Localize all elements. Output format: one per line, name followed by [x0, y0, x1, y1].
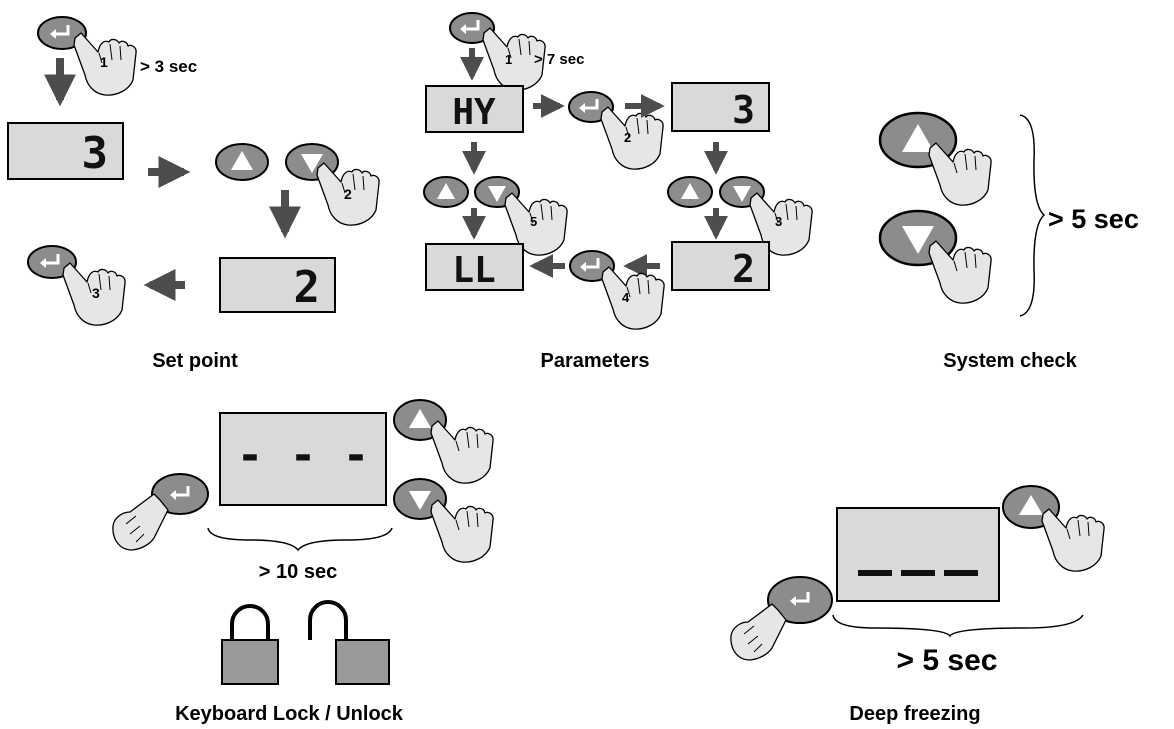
down-arrow-icon [733, 186, 751, 202]
system-check-section: > 5 sec System check [878, 111, 1139, 372]
pressing-hand-icon [1041, 508, 1105, 572]
svg-text:LL: LL [452, 250, 495, 291]
hold-time-label: > 7 sec [534, 51, 584, 68]
section-title: Deep freezing [849, 703, 980, 725]
pressing-hand-icon [928, 142, 992, 206]
keyboard-lock-section: - - - > 10 sec Keyboard Lock / Unlock [112, 399, 494, 725]
up-arrow-icon [1019, 495, 1043, 515]
step-number: 3 [92, 285, 100, 301]
pressing-hand-icon [600, 106, 664, 170]
enter-button[interactable] [151, 473, 209, 515]
down-arrow-icon [409, 491, 431, 510]
step-number: 1 [100, 54, 108, 70]
display-dashes: - - - [219, 412, 387, 506]
hold-time-label: > 5 sec [897, 644, 998, 677]
enter-button[interactable] [767, 576, 833, 624]
section-title: Keyboard Lock / Unlock [175, 703, 404, 725]
display-initial: 3 [7, 122, 124, 180]
brace [207, 527, 393, 552]
svg-text:2: 2 [732, 247, 755, 291]
up-arrow-icon [409, 409, 431, 428]
pressing-hand-icon [928, 240, 992, 304]
closed-padlock-icon [221, 604, 279, 685]
step-number: 2 [624, 130, 631, 145]
svg-text:3: 3 [82, 128, 109, 179]
pressing-hand-icon [601, 266, 665, 330]
pressing-hand-icon [112, 493, 169, 551]
step-number: 1 [505, 52, 512, 67]
display-low-dashes [836, 507, 1000, 602]
section-title: System check [943, 350, 1077, 372]
down-arrow-icon [488, 186, 506, 202]
pressing-hand-icon [430, 420, 494, 484]
step-number: 3 [775, 214, 782, 229]
hold-time-label: > 3 sec [140, 57, 197, 76]
pressing-hand-icon [430, 499, 494, 563]
up-arrow-icon [231, 151, 253, 170]
set-point-section: 1 > 3 sec 3 2 2 3 Set point [7, 16, 380, 372]
up-button[interactable] [423, 176, 469, 208]
brace [1019, 114, 1046, 317]
brace [832, 614, 1084, 638]
up-button[interactable] [215, 143, 269, 181]
hold-time-label: > 10 sec [259, 561, 337, 583]
display-final: 2 [219, 257, 336, 313]
display-value-2: 2 [671, 241, 770, 291]
up-arrow-icon [437, 183, 455, 199]
svg-text:- - -: - - - [237, 430, 369, 481]
section-title: Set point [152, 350, 238, 372]
deep-freezing-section: > 5 sec Deep freezing [730, 485, 1105, 725]
down-arrow-icon [301, 154, 323, 173]
svg-text:HY: HY [452, 92, 496, 133]
display-value-3: 3 [671, 82, 770, 132]
svg-text:3: 3 [732, 88, 755, 132]
display-param-ll: LL [425, 243, 524, 291]
up-button[interactable] [667, 176, 713, 208]
svg-text:2: 2 [294, 262, 321, 313]
parameters-section: 1 > 7 sec HY 2 3 5 [423, 12, 813, 372]
step-number: 2 [344, 186, 352, 202]
down-arrow-icon [902, 226, 934, 254]
up-arrow-icon [681, 183, 699, 199]
open-padlock-icon [308, 600, 390, 685]
step-number: 4 [622, 290, 630, 305]
hold-time-label: > 5 sec [1048, 204, 1139, 234]
pressing-hand-icon [730, 603, 787, 661]
step-number: 5 [530, 214, 537, 229]
display-param-hy: HY [425, 85, 524, 133]
up-arrow-icon [902, 124, 934, 152]
section-title: Parameters [541, 350, 650, 372]
